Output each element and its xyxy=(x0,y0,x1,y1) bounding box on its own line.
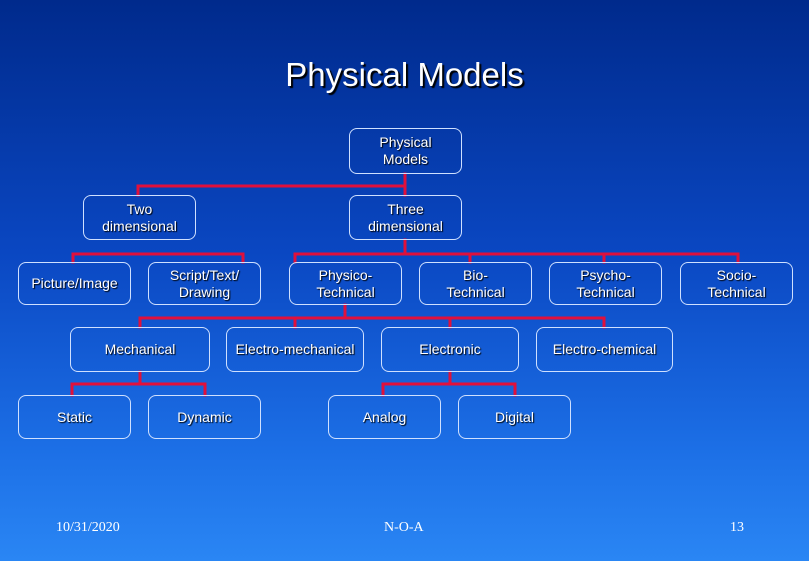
node-physico-technical: Physico- Technical xyxy=(289,262,402,305)
node-two-dimensional: Two dimensional xyxy=(83,195,196,240)
node-static: Static xyxy=(18,395,131,439)
node-digital: Digital xyxy=(458,395,571,439)
node-script-text-drawing: Script/Text/ Drawing xyxy=(148,262,261,305)
node-electronic: Electronic xyxy=(381,327,519,372)
node-socio-technical: Socio- Technical xyxy=(680,262,793,305)
node-bio-technical: Bio- Technical xyxy=(419,262,532,305)
slide-title: Physical Models xyxy=(285,56,524,93)
footer-date: 10/31/2020 xyxy=(56,520,120,535)
node-three-dimensional: Three dimensional xyxy=(349,195,462,240)
footer-center: N-O-A xyxy=(384,520,424,535)
node-electro-chemical: Electro-chemical xyxy=(536,327,673,372)
node-dynamic: Dynamic xyxy=(148,395,261,439)
node-analog: Analog xyxy=(328,395,441,439)
node-electro-mechanical: Electro-mechanical xyxy=(226,327,364,372)
node-mechanical: Mechanical xyxy=(70,327,210,372)
footer-page-number: 13 xyxy=(730,520,744,535)
node-psycho-technical: Psycho- Technical xyxy=(549,262,662,305)
node-picture-image: Picture/Image xyxy=(18,262,131,305)
node-physical-models: Physical Models xyxy=(349,128,462,174)
